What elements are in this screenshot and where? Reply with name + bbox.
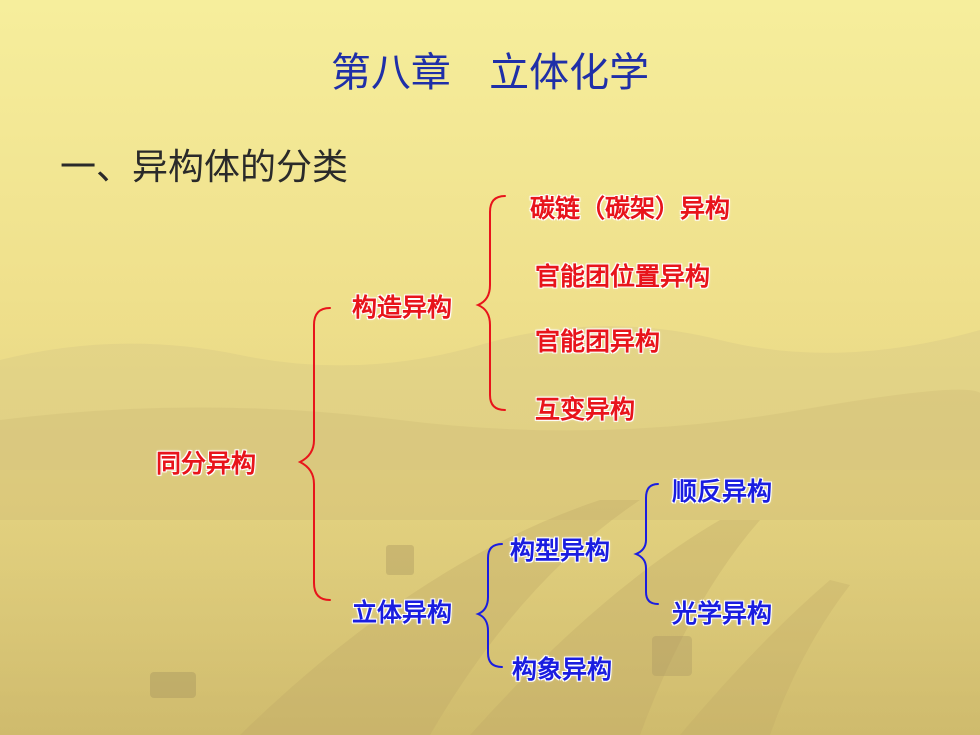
node-optical-isomerism: 光学异构	[672, 599, 773, 628]
node-isomerism: 同分异构	[156, 449, 257, 478]
node-conformational-isomerism: 构象异构	[512, 655, 613, 684]
node-configurational-isomerism: 构型异构	[510, 536, 611, 565]
node-cis-trans-isomerism: 顺反异构	[672, 477, 773, 506]
stereo-brace	[475, 543, 503, 668]
constitutional-brace	[475, 195, 506, 411]
root-brace	[297, 307, 331, 601]
node-functional-position-isomerism: 官能团位置异构	[535, 262, 711, 291]
node-carbon-chain-isomerism: 碳链（碳架）异构	[530, 194, 731, 223]
slide-title: 第八章 立体化学	[330, 50, 650, 96]
configurational-brace	[633, 483, 659, 605]
section-heading: 一、异构体的分类	[60, 147, 349, 188]
node-tautomerism: 互变异构	[535, 395, 636, 424]
node-functional-group-isomerism: 官能团异构	[535, 327, 661, 356]
node-constitutional-isomerism: 构造异构	[352, 293, 453, 322]
node-stereoisomerism: 立体异构	[352, 598, 453, 627]
